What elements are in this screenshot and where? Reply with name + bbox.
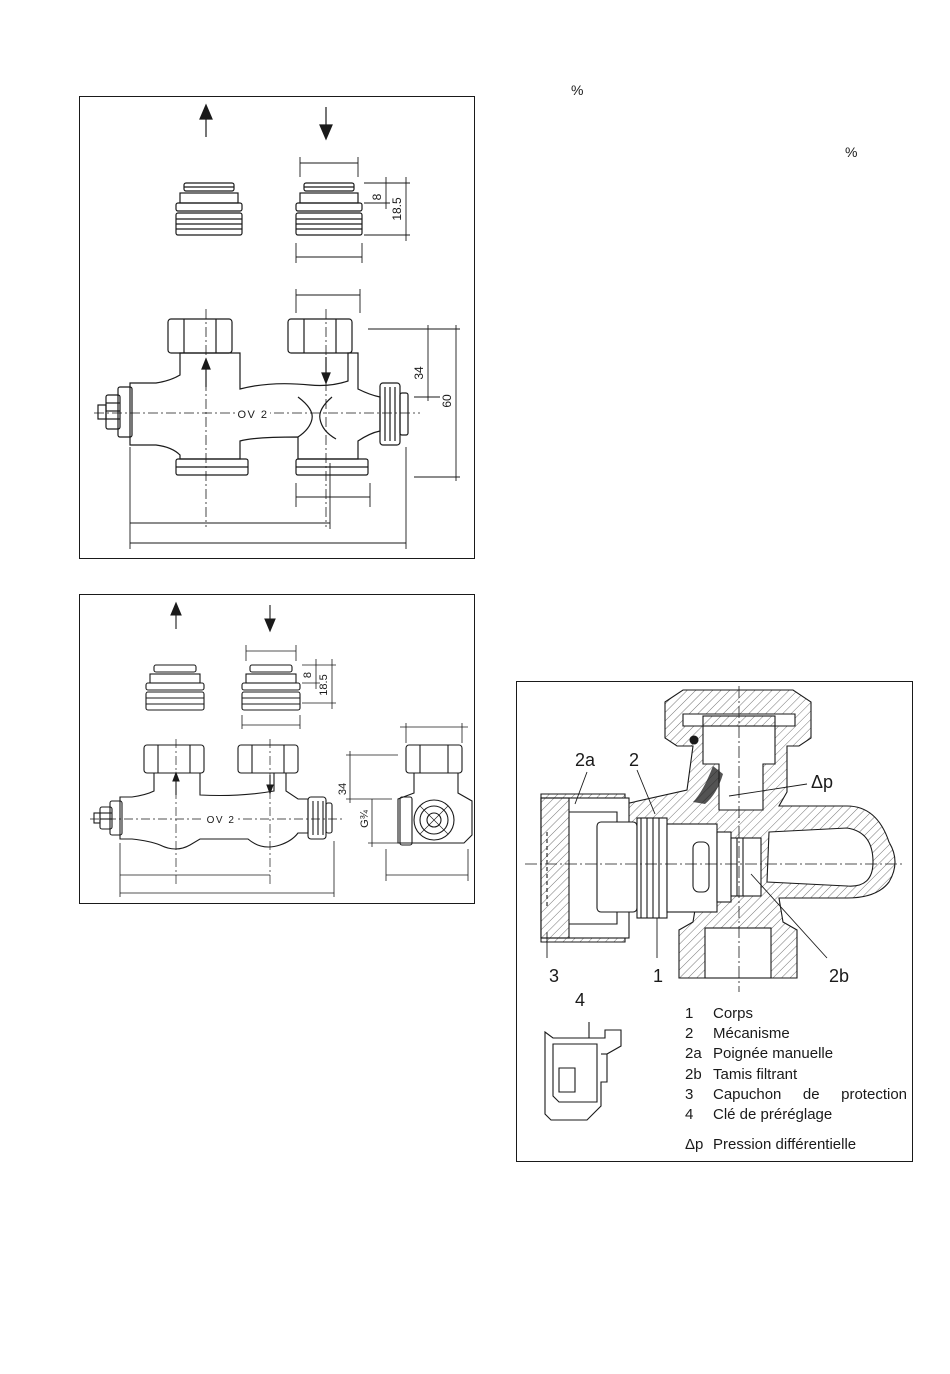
callout-1: 1 — [653, 966, 663, 986]
valve-body-top-shape — [98, 319, 408, 475]
thread-label: G¾ — [359, 809, 371, 828]
nipple-left-shape — [176, 183, 242, 235]
flow-arrow-down-icon — [320, 107, 332, 139]
drawing-top-svg: 8 18.5 — [80, 97, 476, 560]
percent-mark-1: % — [571, 82, 583, 98]
callout-2b: 2b — [829, 966, 849, 986]
nipple-left-shape-2 — [146, 665, 204, 710]
nipple-right-shape-2 — [242, 665, 300, 710]
flow-arrow-down-icon-2 — [265, 605, 275, 631]
body-dimensions — [130, 289, 460, 549]
dim-60-label: 60 — [440, 394, 454, 408]
dim-18-5-label-2: 18.5 — [318, 674, 330, 695]
drawing-mid-svg: 8 18.5 OV 2 — [80, 595, 476, 905]
body-dimensions-2 — [120, 841, 334, 897]
callout-dp: Δp — [811, 772, 833, 792]
dim-18-5-label: 18.5 — [390, 197, 404, 221]
presetting-key-shape — [545, 1022, 621, 1120]
model-label-2: OV 2 — [207, 815, 236, 826]
callout-4: 4 — [575, 990, 585, 1010]
dim-8-label: 8 — [370, 193, 384, 200]
percent-mark-2: % — [845, 144, 857, 160]
dim-8-label-2: 8 — [302, 672, 314, 678]
flow-arrow-up-icon — [200, 105, 212, 137]
drawing-top-frame: 8 18.5 — [79, 96, 475, 559]
model-label: OV 2 — [237, 409, 268, 421]
flow-arrow-up-icon-2 — [171, 603, 181, 629]
callout-2a: 2a — [575, 750, 596, 770]
nipple-right-shape — [296, 183, 362, 235]
dim-34-label: 34 — [412, 366, 426, 380]
callout-2: 2 — [629, 750, 639, 770]
side-view-shape — [398, 745, 472, 845]
valve-body-mid-shape — [94, 745, 332, 849]
drawing-mid-frame: 8 18.5 OV 2 — [79, 594, 475, 904]
dim-34-label-2: 34 — [337, 783, 349, 795]
side-view-dimensions — [346, 723, 468, 881]
callout-3: 3 — [549, 966, 559, 986]
